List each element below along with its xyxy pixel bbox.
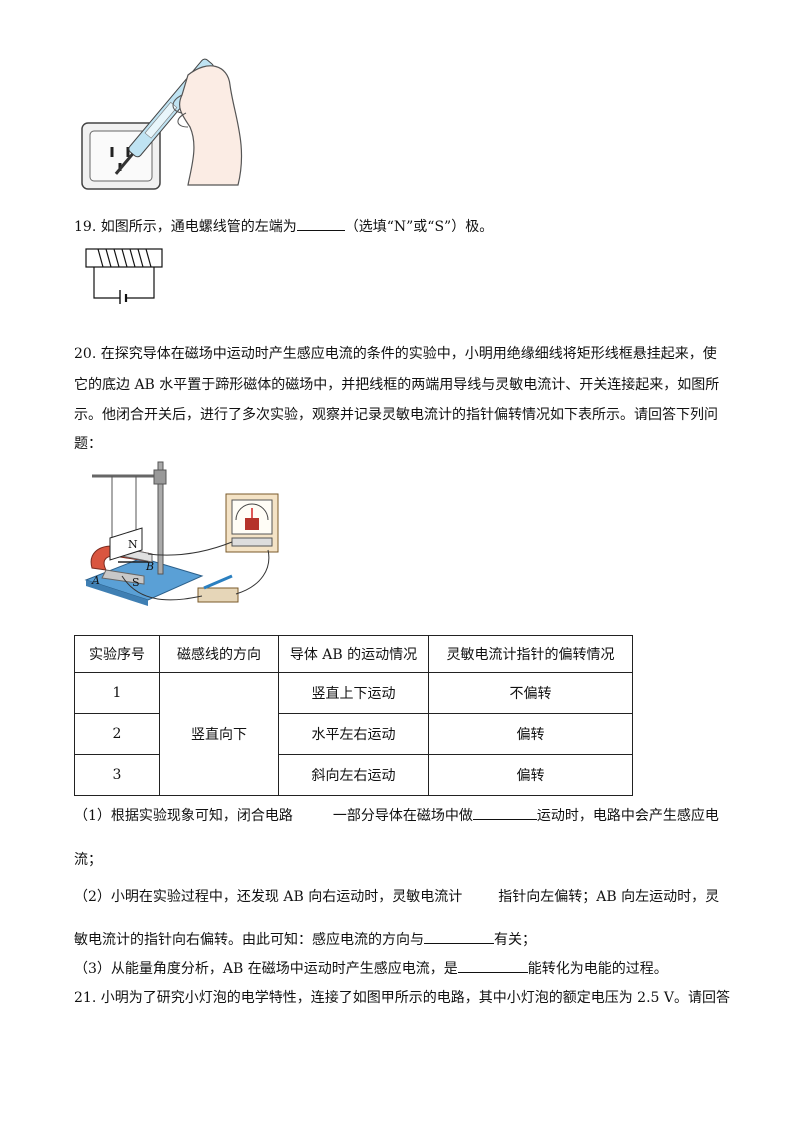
socket-test-pencil-illustration: [81, 58, 243, 190]
deflection-cell: 不偏转: [428, 672, 633, 714]
table-header: 灵敏电流计指针的偏转情况: [428, 635, 633, 673]
answer-blank[interactable]: [293, 806, 333, 820]
table-header-row: 实验序号 磁感线的方向 导体 AB 的运动情况 灵敏电流计指针的偏转情况: [74, 635, 633, 673]
table-row: 3 斜向左右运动 偏转: [74, 754, 633, 796]
sub-question-1-text: 一部分导体在磁场中做: [332, 808, 473, 824]
answer-blank[interactable]: [462, 887, 498, 901]
motion-cell: 竖直上下运动: [278, 672, 429, 714]
magnet-pole-s-label: S: [132, 576, 140, 589]
question-19-text: 19. 如图所示，通电螺线管的左端为: [74, 219, 297, 235]
experiment-apparatus-illustration: N S A B: [84, 461, 279, 606]
table-header: 导体 AB 的运动情况: [278, 635, 429, 673]
answer-blank[interactable]: [424, 929, 494, 944]
solenoid-circuit-diagram: [85, 248, 163, 304]
deflection-cell: 偏转: [428, 754, 633, 796]
question-19-suffix: （选填“N”或“S”）极。: [344, 219, 494, 235]
deflection-cell: 偏转: [428, 713, 633, 755]
table-row: 2 水平左右运动 偏转: [74, 713, 633, 755]
table-header: 磁感线的方向: [159, 635, 279, 673]
table-row: 1 竖直向下 竖直上下运动 不偏转: [74, 672, 633, 796]
motion-cell: 斜向左右运动: [278, 754, 429, 796]
sub-question-2-text: （2）小明在实验过程中，还发现 AB 向右运动时，灵敏电流计: [74, 889, 463, 905]
sub-question-3: （3）从能量角度分析，AB 在磁场中运动时产生感应电流，是 能转化为电能的过程。: [74, 958, 730, 980]
question-20-line-3: 示。他闭合开关后，进行了多次实验，观察并记录灵敏电流计的指针偏转情况如下表所示。…: [74, 407, 718, 423]
answer-blank[interactable]: [457, 958, 528, 973]
magnet-pole-n-label: N: [128, 538, 138, 551]
trial-number-cell: 2: [74, 713, 160, 755]
question-19: 19. 如图所示，通电螺线管的左端为 （选填“N”或“S”）极。: [74, 216, 730, 238]
conductor-a-label: A: [91, 574, 100, 587]
field-direction-cell: 竖直向下: [159, 672, 279, 796]
question-21: 21. 小明为了研究小灯泡的电学特性，连接了如图甲所示的电路，其中小灯泡的额定电…: [74, 990, 730, 1006]
sub-question-1: （1）根据实验现象可知，闭合电路 一部分导体在磁场中做 运动时，电路中会产生感应电: [74, 805, 730, 827]
sub-question-1-text: （1）根据实验现象可知，闭合电路: [74, 808, 293, 824]
sub-question-2-text: 指针向左偏转；AB 向左运动时，灵: [498, 889, 720, 905]
conductor-b-label: B: [145, 560, 154, 573]
trial-number-cell: 3: [74, 754, 160, 796]
question-20-line-4: 题：: [74, 436, 102, 452]
table-header: 实验序号: [74, 635, 160, 673]
question-20-line-1: 20. 在探究导体在磁场中运动时产生感应电流的条件的实验中，小明用绝缘细线将矩形…: [74, 346, 717, 362]
sub-question-3-text: 能转化为电能的过程。: [527, 961, 668, 977]
trial-number-cell: 1: [74, 672, 160, 714]
answer-blank[interactable]: [472, 805, 537, 820]
sub-question-2-continued: 敏电流计的指针向右偏转。由此可知：感应电流的方向与 有关；: [74, 929, 730, 951]
sub-question-1-text: 运动时，电路中会产生感应电: [536, 808, 719, 824]
question-20-line-2: 它的底边 AB 水平置于蹄形磁体的磁场中，并把线框的两端用导线与灵敏电流计、开关…: [74, 377, 720, 393]
sub-question-2: （2）小明在实验过程中，还发现 AB 向右运动时，灵敏电流计 指针向左偏转；AB …: [74, 886, 730, 908]
sub-question-2-text: 敏电流计的指针向右偏转。由此可知：感应电流的方向与: [74, 932, 424, 948]
experiment-results-table: 实验序号 磁感线的方向 导体 AB 的运动情况 灵敏电流计指针的偏转情况 1 竖…: [74, 635, 633, 796]
answer-blank[interactable]: [296, 216, 345, 231]
sub-question-3-text: （3）从能量角度分析，AB 在磁场中运动时产生感应电流，是: [74, 961, 458, 977]
sub-question-2-text: 有关；: [494, 932, 536, 948]
sub-question-1-continued: 流；: [74, 852, 102, 868]
motion-cell: 水平左右运动: [278, 713, 429, 755]
